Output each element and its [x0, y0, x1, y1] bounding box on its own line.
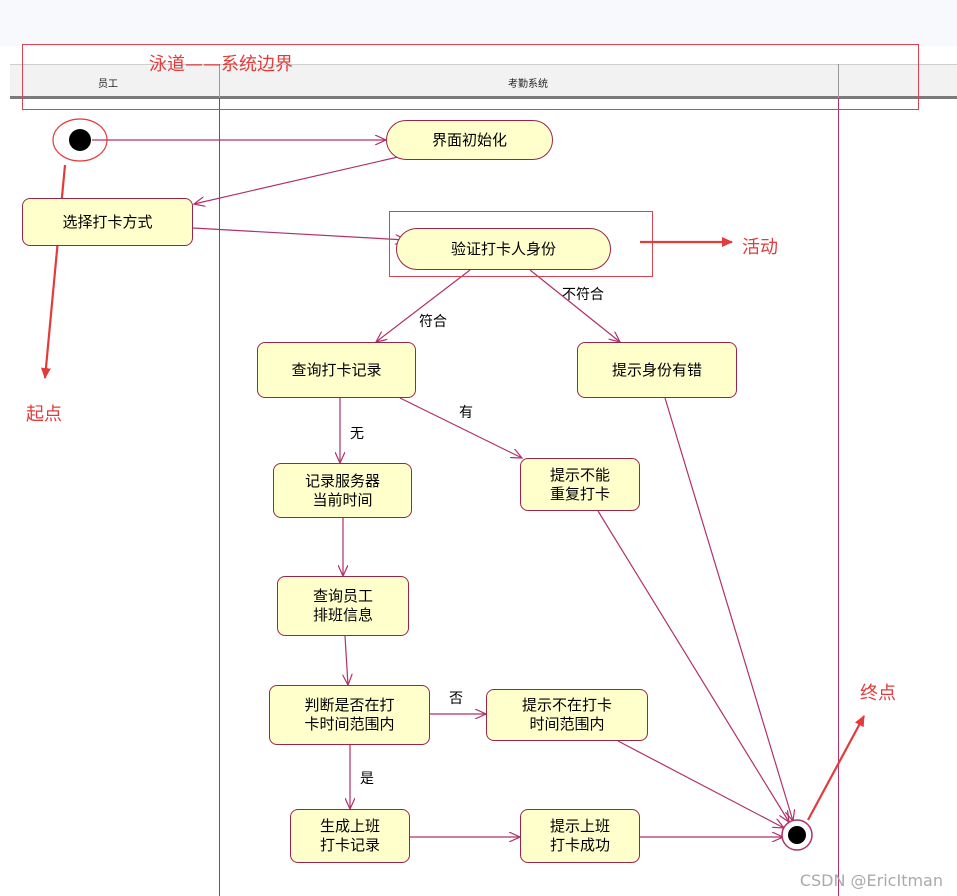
edge-notinrange-end: [617, 740, 784, 828]
node-judge-range: 判断是否在打 卡时间范围内: [269, 685, 430, 745]
edge-label-match: 符合: [419, 314, 447, 330]
edge-schedule-judge: [345, 635, 348, 685]
edge-verify-query: [376, 269, 471, 342]
watermark: CSDN @EricItman: [799, 871, 943, 890]
edge-norepeat-end: [597, 510, 789, 822]
end-node: [788, 826, 806, 844]
edge-error-end: [664, 397, 793, 821]
node-query-schedule: 查询员工 排班信息: [277, 576, 409, 636]
edge-select-verify: [192, 227, 406, 240]
node-record-time: 记录服务器 当前时间: [273, 463, 412, 518]
annotation-activity: 活动: [742, 237, 778, 258]
lane-divider: [838, 64, 839, 98]
edge-label-yes: 是: [360, 771, 374, 787]
node-query-record: 查询打卡记录: [257, 342, 416, 398]
activity-annotation-box: [389, 211, 653, 277]
edge-label-no: 否: [449, 691, 463, 707]
node-not-in-range: 提示不在打卡 时间范围内: [486, 689, 648, 741]
swimlane-header-rule: [10, 96, 957, 99]
lane-boundary: [838, 98, 839, 896]
annotation-swimlane: 泳道——系统边界: [149, 54, 293, 75]
node-id-error: 提示身份有错: [577, 342, 737, 398]
lane-divider: [219, 64, 220, 98]
swimlane-annotation-box: [22, 44, 919, 110]
ann-arrow-end: [807, 715, 865, 821]
start-node: [69, 129, 91, 151]
edge-verify-error: [529, 269, 620, 342]
edge-query-norepeat: [399, 397, 522, 458]
start-marker-outline: [52, 118, 108, 162]
lane-title-system: 考勤系统: [508, 79, 548, 90]
edge-label-has: 有: [459, 405, 473, 421]
ann-arrow-start: [40, 164, 67, 379]
node-select-method: 选择打卡方式: [22, 198, 193, 246]
top-band: [0, 0, 957, 46]
annotation-start: 起点: [26, 404, 62, 425]
annotation-end: 终点: [860, 683, 896, 704]
swimlane-header: [10, 64, 957, 99]
node-gen-record: 生成上班 打卡记录: [290, 809, 410, 863]
node-init: 界面初始化: [386, 120, 553, 160]
edge-label-no-match: 不符合: [562, 287, 604, 303]
node-verify: 验证打卡人身份: [396, 228, 611, 270]
edge-label-none: 无: [350, 426, 364, 442]
node-success: 提示上班 打卡成功: [520, 809, 640, 863]
node-no-repeat: 提示不能 重复打卡: [520, 458, 640, 511]
lane-title-employee: 员工: [98, 79, 118, 90]
lane-boundary: [219, 98, 220, 896]
edge-init-select: [194, 156, 399, 204]
